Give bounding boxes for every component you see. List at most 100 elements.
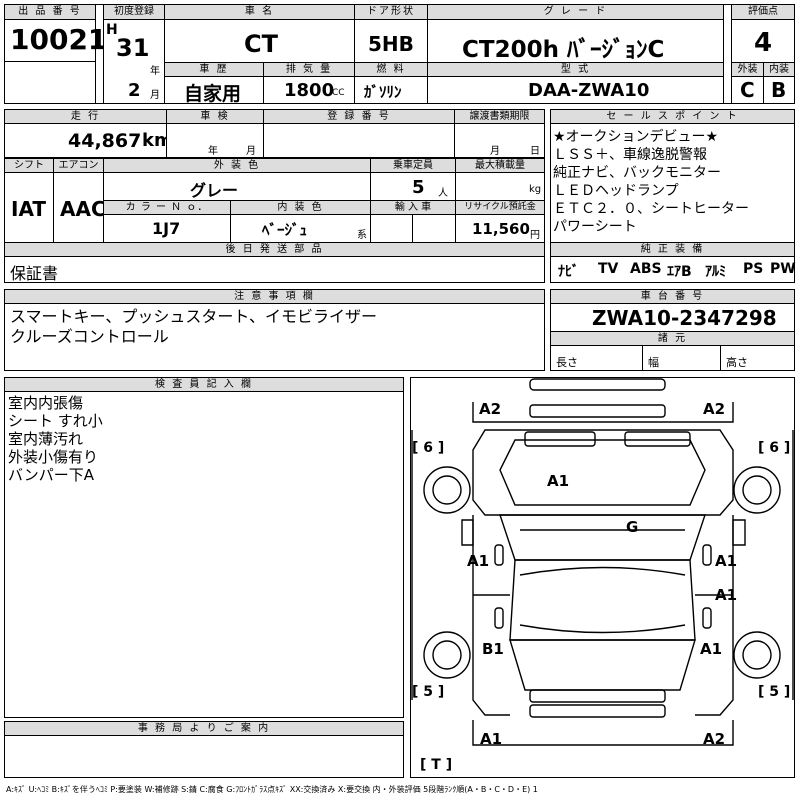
colorno-label: カ ラ ー Ｎ ｏ． xyxy=(103,200,231,215)
reg-label: 初度登録 xyxy=(103,4,165,20)
intcolor-label: 内 装 色 xyxy=(230,200,371,215)
lot-cell xyxy=(4,19,96,62)
displacement-value: 1800 xyxy=(284,80,335,101)
car-history: 自家用 xyxy=(184,83,242,105)
transfer-cell xyxy=(454,123,545,158)
mileage-label: 走 行 xyxy=(4,109,167,124)
equip-cell xyxy=(550,256,795,283)
dims-length-label: 長さ xyxy=(556,356,578,369)
int-grade: B xyxy=(771,78,787,102)
inspection-cell xyxy=(166,123,264,158)
colorno-cell xyxy=(103,214,231,243)
equip-item-navi: ﾅﾋﾞ xyxy=(558,264,579,280)
notes-cell xyxy=(4,303,545,371)
import-cell xyxy=(370,214,456,243)
dims-cell xyxy=(550,345,795,371)
reg-year-unit: 年 xyxy=(150,66,160,77)
chassis-number: ZWA10-2347298 xyxy=(592,306,777,330)
damage-mark-right-front-door: A1 xyxy=(715,552,738,570)
door-value: 5HB xyxy=(368,32,414,56)
dims-width-label: 幅 xyxy=(648,356,659,369)
intcolor-value: ﾍﾞｰｼﾞｭ xyxy=(262,221,308,239)
regno-label: 登 録 番 号 xyxy=(263,109,455,124)
damage-mark-front-left-bumper: A2 xyxy=(479,400,502,418)
name-label: 車 名 xyxy=(164,4,355,20)
damage-mark-rear-left-bumper: A1 xyxy=(480,730,503,748)
damage-diagram-frame xyxy=(410,377,795,778)
dims-divider-1 xyxy=(642,345,643,371)
colorno-value: 1J7 xyxy=(152,219,181,238)
score-value: 4 xyxy=(754,28,773,58)
damage-mark-hood: A1 xyxy=(547,472,570,490)
later-parts-label: 後 日 発 送 部 品 xyxy=(4,242,545,257)
reg-year: 31 xyxy=(116,34,150,62)
load-unit: kg xyxy=(529,184,542,195)
lot-empty xyxy=(4,61,96,104)
notes-text: スマートキー、プッシュスタート、イモビライザー クルーズコントロール xyxy=(10,307,378,346)
inspector-notes: 室内内張傷 シート すれ小 室内薄汚れ 外装小傷有り バンパー下A xyxy=(8,394,103,484)
damage-mark-front-right-bumper: A2 xyxy=(703,400,726,418)
office-cell xyxy=(4,735,404,778)
inspection-year-unit: 年 xyxy=(208,146,218,157)
transfer-label: 譲渡書類期限 xyxy=(454,109,545,124)
equip-item-tv: TV xyxy=(598,261,619,277)
lot-number: 10021 xyxy=(10,23,108,56)
sales-point-text: ★オークションデビュー★ ＬＳＳ＋、車線逸脱警報 純正ナビ、バックモニター ＬＥ… xyxy=(553,129,749,235)
intcolor-cell xyxy=(230,214,371,243)
damage-mark-right-rear-fender: A1 xyxy=(700,640,723,658)
score-label: 評価点 xyxy=(731,4,795,20)
recycle-value: 11,560 xyxy=(472,220,530,238)
side-label-right-front: [ 6 ] xyxy=(758,440,791,456)
dims-label: 諸 元 xyxy=(550,331,795,346)
equip-label: 純 正 装 備 xyxy=(550,242,795,257)
model-cell xyxy=(427,76,724,104)
equip-item-abs: ABS xyxy=(630,261,662,277)
recycle-cell xyxy=(455,214,545,243)
mileage-unit: km xyxy=(142,130,173,151)
door-label: ドア形状 xyxy=(354,4,428,20)
later-parts-cell xyxy=(4,256,545,283)
regno-cell xyxy=(263,123,455,158)
shift-label: シフト xyxy=(4,158,54,173)
mileage-value: 44,867 xyxy=(68,130,142,152)
chassis-label: 車 台 番 号 xyxy=(550,289,795,304)
reg-month: 2 xyxy=(128,80,141,101)
intcolor-unit: 系 xyxy=(357,230,367,241)
history-label: 車 歴 xyxy=(164,62,264,77)
ext-cell xyxy=(731,76,764,104)
damage-mark-left-front-door: A1 xyxy=(467,552,490,570)
sales-point-label: セ ー ル ス ポ イ ン ト xyxy=(550,109,795,124)
office-label: 事 務 局 よ り ご 案 内 xyxy=(4,721,404,736)
dims-divider-2 xyxy=(720,345,721,371)
reg-cell xyxy=(103,19,165,104)
equip-item-airbag: ｴｱB xyxy=(667,264,692,280)
reg-month-unit: 月 xyxy=(150,90,160,101)
load-cell xyxy=(455,172,545,201)
capacity-label: 乗車定員 xyxy=(370,158,456,173)
damage-mark-left-rear-fender: B1 xyxy=(482,640,504,658)
equip-item-ps: PS xyxy=(743,261,764,277)
displacement-unit: CC xyxy=(332,88,345,98)
displacement-label: 排 気 量 xyxy=(263,62,355,77)
chassis-cell xyxy=(550,303,795,332)
dims-height-label: 高さ xyxy=(726,356,748,369)
damage-mark-rear-right-bumper: A2 xyxy=(703,730,726,748)
color-value: グレー xyxy=(190,181,239,200)
inspection-month-unit: 月 xyxy=(246,146,256,157)
fuel-label: 燃 料 xyxy=(354,62,428,77)
side-label-right-rear: [ 5 ] xyxy=(758,684,791,700)
inspection-label: 車 検 xyxy=(166,109,264,124)
ac-label: エアコン xyxy=(53,158,104,173)
side-label-trunk: [ T ] xyxy=(420,757,453,773)
ac-value: AAC xyxy=(60,197,106,221)
side-label-left-rear: [ 5 ] xyxy=(412,684,445,700)
transfer-day-unit: 日 xyxy=(530,146,540,157)
sales-point-cell xyxy=(550,123,795,243)
car-name: CT xyxy=(244,30,278,58)
reg-era: H xyxy=(106,22,118,38)
shift-cell xyxy=(4,172,54,243)
model-label: 型 式 xyxy=(427,62,724,77)
lot-label: 出 品 番 号 xyxy=(4,4,96,20)
history-cell xyxy=(164,76,264,104)
grade-label: グ レ ー ド xyxy=(427,4,724,20)
